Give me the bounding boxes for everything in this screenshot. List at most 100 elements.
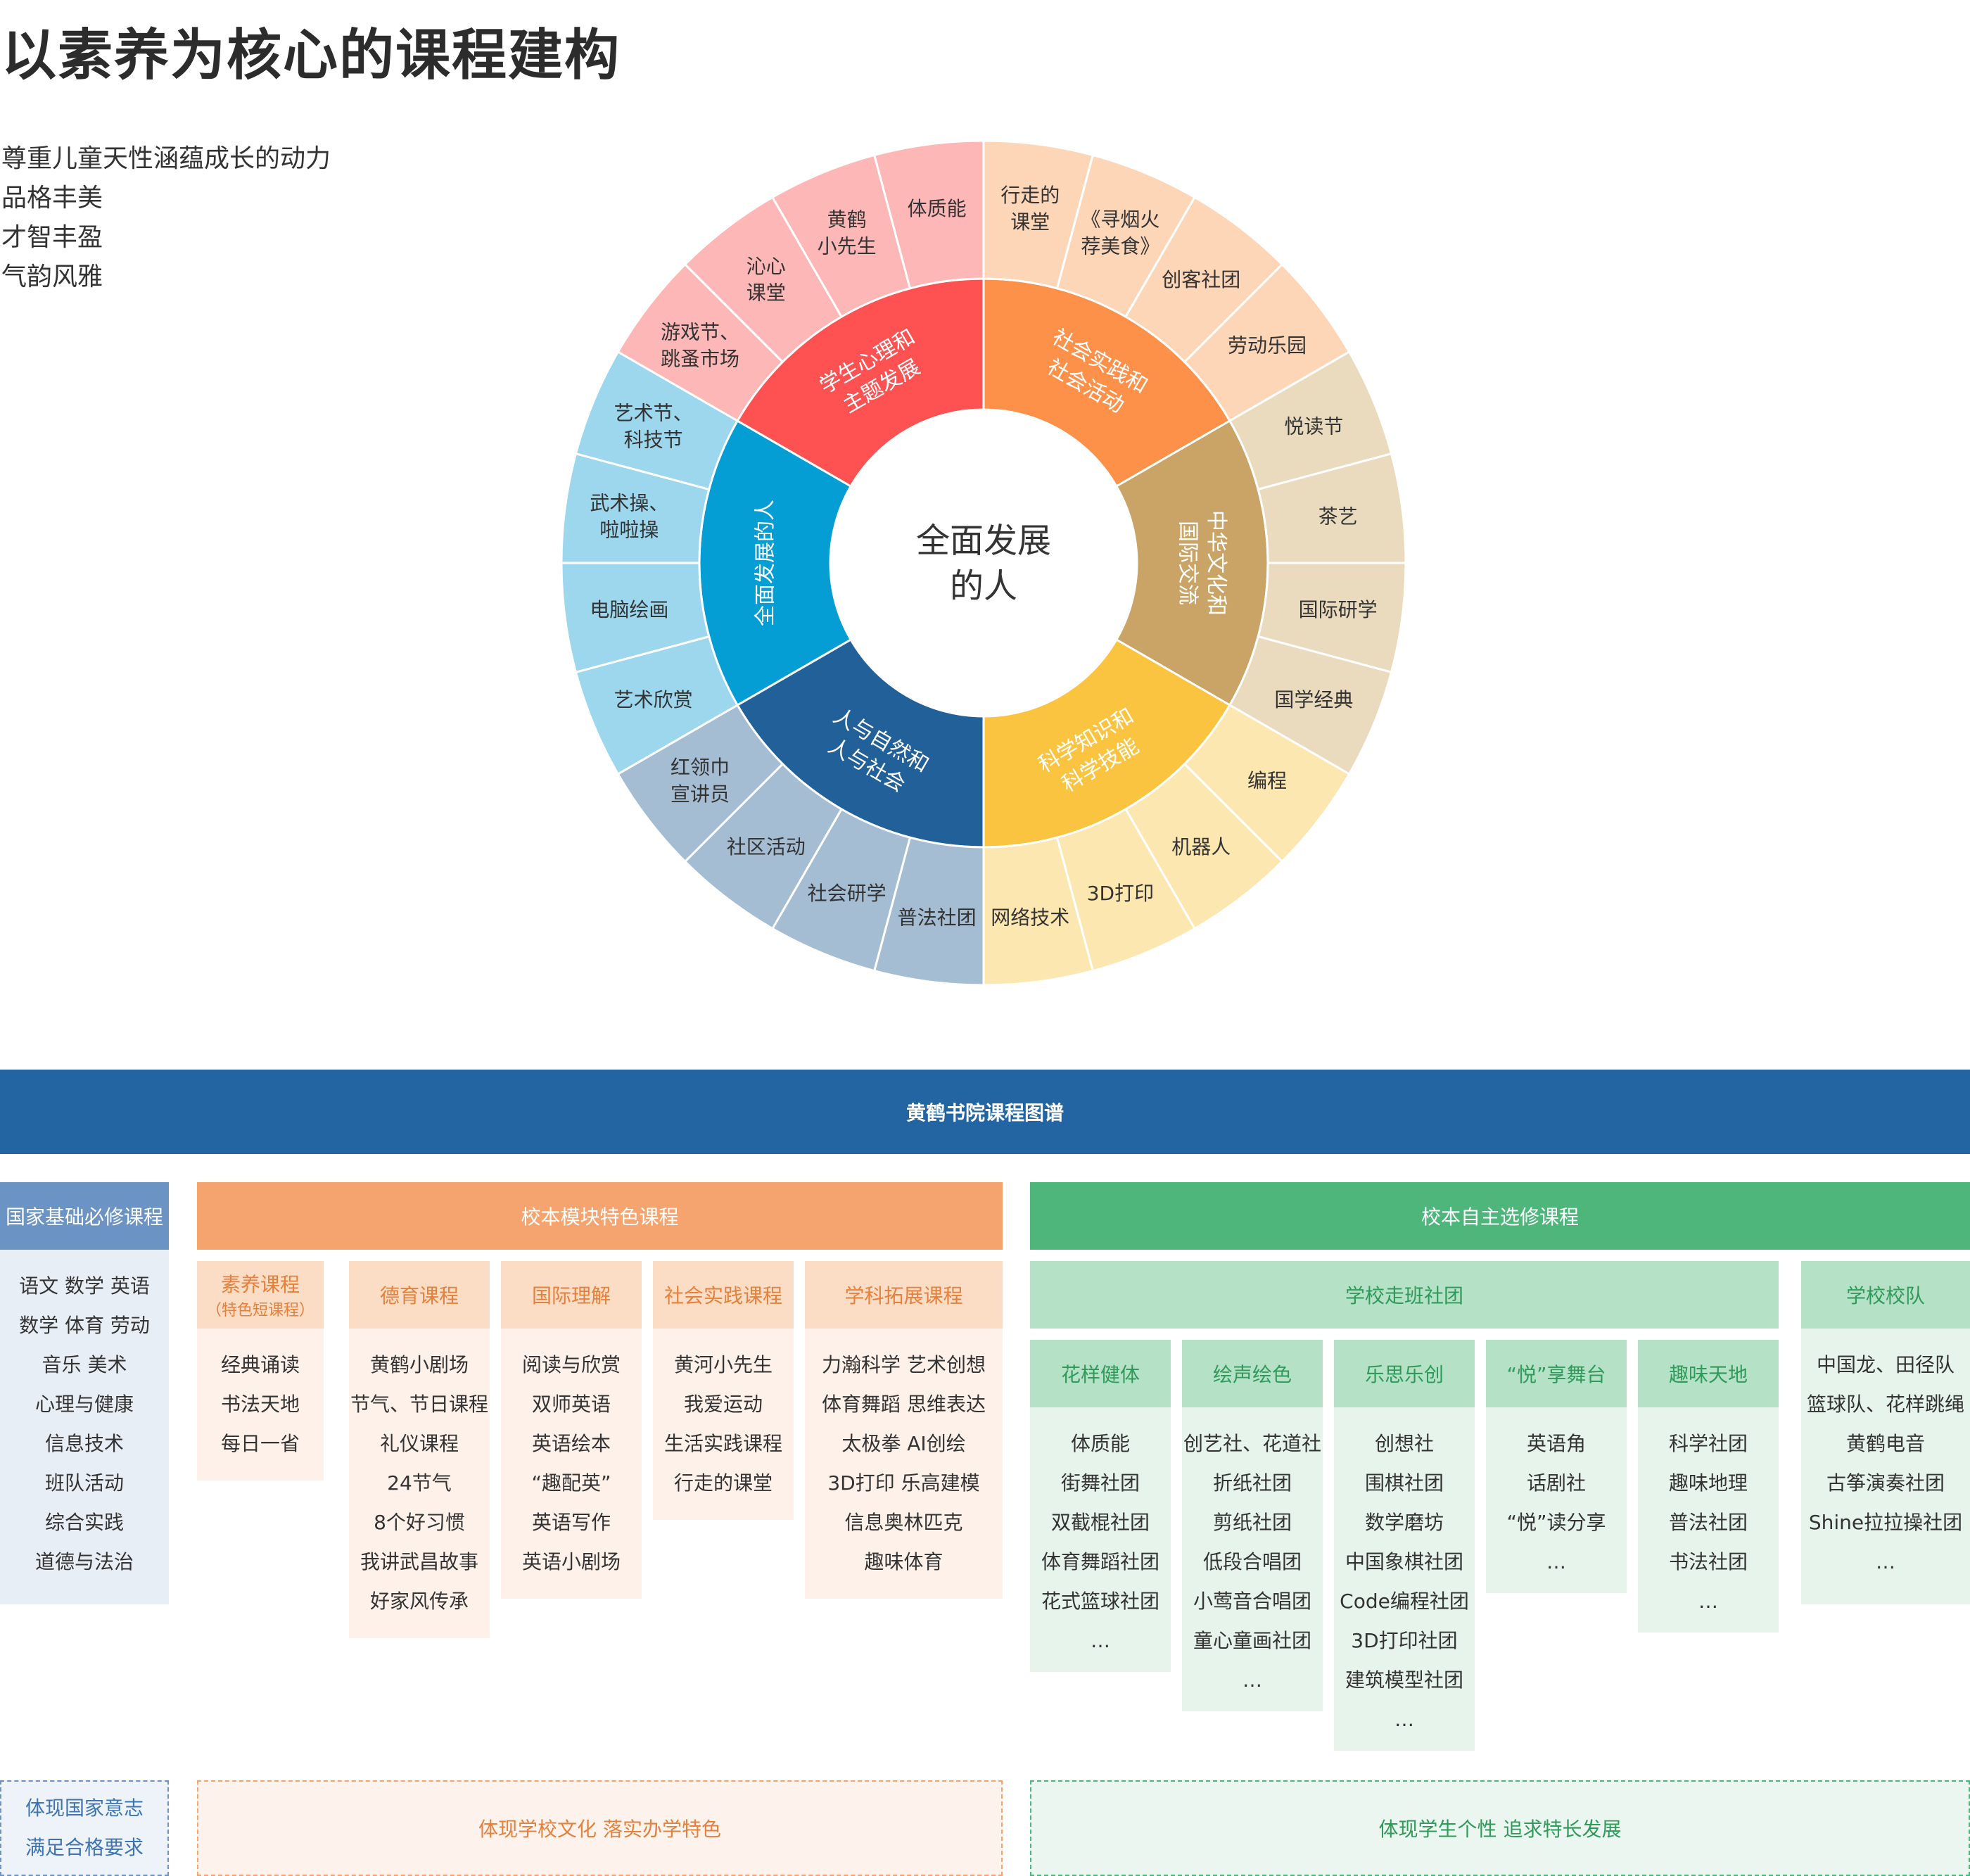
- outer-sector-label: 游戏节、跳蚤市场: [661, 321, 739, 371]
- course-item: 话剧社: [1526, 1471, 1586, 1495]
- course-item: 礼仪课程: [379, 1432, 459, 1455]
- club-title: 乐思乐创: [1364, 1363, 1444, 1386]
- club-subheader: 花样健体: [1030, 1340, 1171, 1407]
- inner-sector-label: 全面发展的人: [754, 500, 778, 626]
- course-item: 生活实践课程: [663, 1432, 782, 1455]
- outer-sector-label: 电脑绘画: [590, 598, 668, 621]
- module-body: 阅读与欣赏双师英语英语绘本“趣配英”英语写作英语小剧场: [501, 1329, 642, 1599]
- club-subheader: “悦”享舞台: [1486, 1340, 1627, 1407]
- course-item: 篮球队、花样跳绳: [1806, 1393, 1964, 1416]
- course-item: 数学 体育 劳动: [19, 1314, 150, 1337]
- outer-sector-label: 普法社团: [898, 906, 977, 929]
- course-item: 道德与法治: [34, 1550, 134, 1573]
- module-subheader: 素养课程（特色短课程）: [197, 1261, 324, 1329]
- outer-sector-label: 红领巾宣讲员: [671, 756, 730, 806]
- outer-sector-label: 沁心课堂: [746, 255, 786, 305]
- course-item: 语文 数学 英语: [19, 1274, 150, 1298]
- course-item: 我讲武昌故事: [360, 1550, 478, 1573]
- outer-sector-label: 国际研学: [1299, 598, 1378, 621]
- course-item: 行走的课堂: [673, 1471, 773, 1495]
- banner: 黄鹤书院课程图谱: [0, 1070, 1970, 1154]
- outer-sector-label: 体质能: [908, 197, 967, 220]
- course-item: 剪纸社团: [1212, 1511, 1292, 1534]
- club-title: 绘声绘色: [1212, 1363, 1292, 1386]
- course-item: 黄河小先生: [673, 1353, 773, 1376]
- course-item: 信息奥林匹克: [844, 1511, 963, 1534]
- club-body: 创艺社、花道社折纸社团剪纸社团低段合唱团小莺音合唱团童心童画社团…: [1182, 1407, 1323, 1711]
- course-item: …: [1394, 1708, 1414, 1731]
- outer-sector-label: 3D打印: [1087, 882, 1154, 905]
- course-item: 我爱运动: [683, 1393, 763, 1416]
- module-column-subtitle: （特色短课程）: [205, 1302, 314, 1319]
- outer-sector-label: 编程: [1247, 769, 1287, 792]
- course-item: 古筝演奏社团: [1826, 1471, 1945, 1495]
- page-title: 以素养为核心的课程建构: [1, 24, 621, 87]
- course-item: …: [1698, 1590, 1718, 1613]
- module-body: 黄河小先生我爱运动生活实践课程行走的课堂: [653, 1329, 794, 1520]
- club-body: 科学社团趣味地理普法社团书法社团…: [1638, 1407, 1779, 1633]
- outer-sector-label: 国学经典: [1274, 688, 1353, 711]
- module-column-title: 学科拓展课程: [844, 1284, 963, 1307]
- elective-header-label: 校本自主选修课程: [1421, 1205, 1579, 1229]
- course-item: 班队活动: [44, 1471, 124, 1495]
- module-subheader: 学科拓展课程: [805, 1261, 1003, 1329]
- elective-header: 校本自主选修课程: [1030, 1182, 1970, 1250]
- base-header-label: 国家基础必修课程: [5, 1205, 163, 1229]
- club-subheader: 绘声绘色: [1182, 1340, 1323, 1407]
- course-item: 力瀚科学 艺术创想: [822, 1353, 986, 1376]
- club-header: 学校走班社团: [1030, 1261, 1779, 1329]
- outer-sector-label: 悦读节: [1284, 414, 1343, 438]
- course-item: “悦”读分享: [1506, 1511, 1606, 1534]
- base-footer-label: 满足合格要求: [25, 1836, 144, 1859]
- outer-sector-label: 网络技术: [991, 906, 1069, 929]
- outer-sector-label: 艺术节、科技节: [614, 401, 693, 451]
- outer-sector-label: 行走的课堂: [1000, 184, 1060, 234]
- course-item: 童心童画社团: [1193, 1629, 1311, 1652]
- course-item: 8个好习惯: [374, 1511, 465, 1534]
- course-item: 信息技术: [44, 1432, 124, 1455]
- course-item: 体育舞蹈 思维表达: [822, 1393, 986, 1416]
- banner-title: 黄鹤书院课程图谱: [905, 1101, 1064, 1124]
- module-footer-label: 体现学校文化 落实办学特色: [478, 1818, 721, 1841]
- course-item: 每日一省: [220, 1432, 300, 1455]
- club-header-label: 学校走班社团: [1345, 1284, 1463, 1307]
- course-item: …: [1546, 1550, 1566, 1573]
- outer-sector-label: 黄鹤小先生: [818, 208, 877, 258]
- course-item: …: [1243, 1668, 1262, 1692]
- course-item: 书法社团: [1668, 1550, 1748, 1573]
- course-item: 创想社: [1374, 1432, 1434, 1455]
- team-header: 学校校队: [1801, 1261, 1970, 1329]
- course-item: 折纸社团: [1212, 1471, 1292, 1495]
- module-column-title: 德育课程: [379, 1284, 459, 1307]
- course-item: 科学社团: [1668, 1432, 1748, 1455]
- club-subheader: 乐思乐创: [1334, 1340, 1475, 1407]
- course-item: Shine拉拉操社团: [1808, 1511, 1963, 1534]
- club-title: 趣味天地: [1668, 1363, 1748, 1386]
- module-column-title: 社会实践课程: [663, 1284, 782, 1307]
- course-item: 低段合唱团: [1202, 1550, 1302, 1573]
- module-subheader: 德育课程: [349, 1261, 490, 1329]
- intro-line: 才智丰盈: [1, 223, 103, 252]
- intro-line: 尊重儿童天性涵蕴成长的动力: [1, 144, 331, 173]
- course-item: 街舞社团: [1060, 1471, 1140, 1495]
- center-label: 全面发展的人: [916, 521, 1051, 606]
- course-item: 3D打印社团: [1351, 1629, 1458, 1652]
- outer-sector-label: 社会研学: [808, 882, 887, 905]
- club-body: 体质能街舞社团双截棍社团体育舞蹈社团花式篮球社团…: [1030, 1407, 1171, 1672]
- course-item: 围棋社团: [1364, 1471, 1444, 1495]
- module-footer: 体现学校文化 落实办学特色: [197, 1780, 1003, 1876]
- course-item: 建筑模型社团: [1345, 1668, 1463, 1692]
- center-label-group: 全面发展的人: [916, 521, 1051, 606]
- base-body: 语文 数学 英语数学 体育 劳动音乐 美术心理与健康信息技术班队活动综合实践道德…: [0, 1250, 169, 1604]
- module-subheader: 社会实践课程: [653, 1261, 794, 1329]
- course-item: Code编程社团: [1340, 1590, 1469, 1613]
- course-item: 小莺音合唱团: [1193, 1590, 1311, 1613]
- module-header: 校本模块特色课程: [197, 1182, 1003, 1250]
- course-item: 双截棍社团: [1050, 1511, 1150, 1534]
